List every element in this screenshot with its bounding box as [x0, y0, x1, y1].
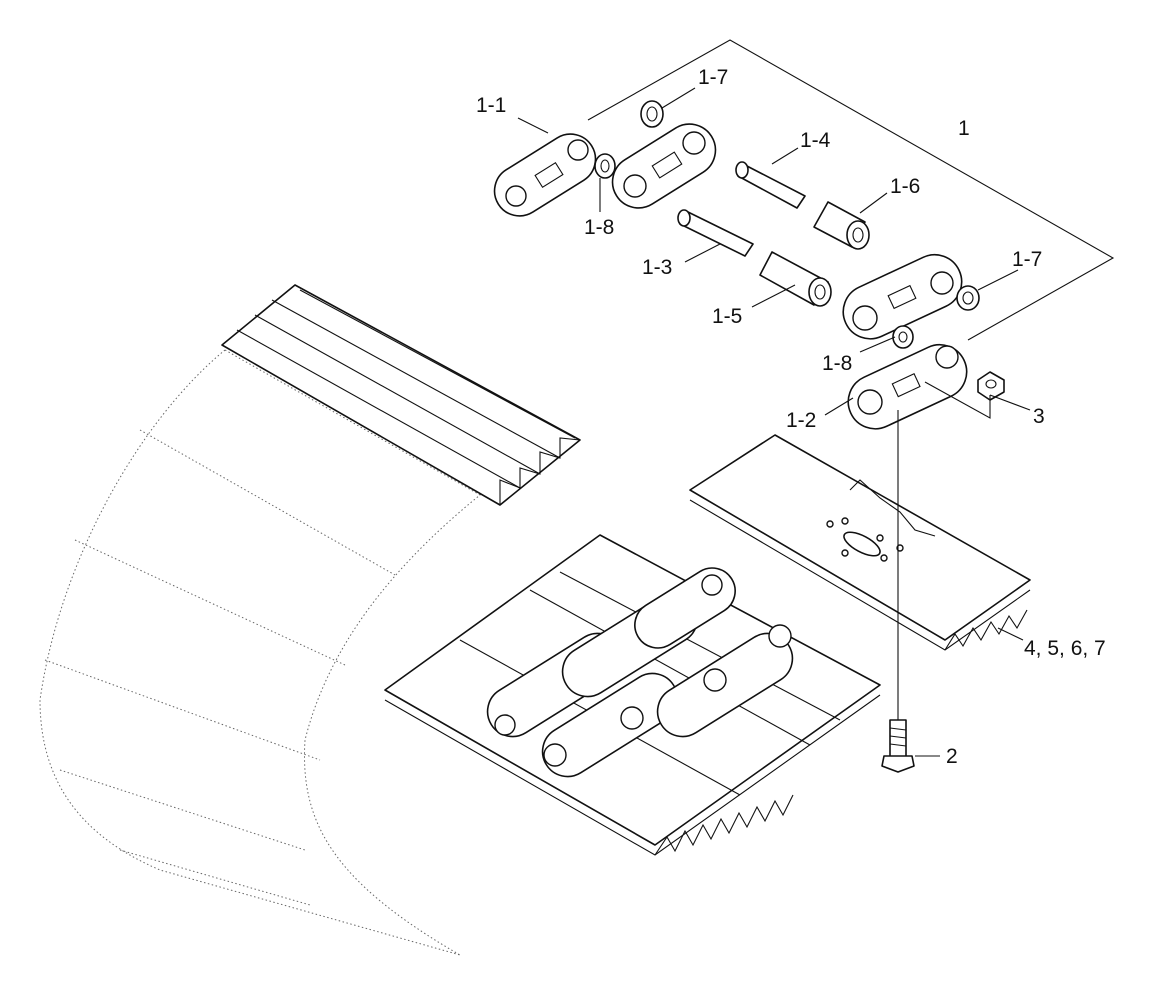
seal-1-7-right: [956, 285, 980, 311]
bushing-1-5: [759, 251, 832, 307]
seal-1-8-right: [892, 325, 914, 349]
link-1-1: [493, 133, 597, 217]
nut-3: [977, 371, 1005, 401]
bushing-1-6: [813, 201, 870, 250]
track-shoe-4567: [689, 434, 1031, 651]
seal-1-8-top: [594, 153, 616, 179]
label-4-5-6-7: 4, 5, 6, 7: [1024, 637, 1106, 660]
label-1-2: 1-2: [786, 409, 816, 432]
link-1-2: [847, 343, 968, 430]
leader-lines: [517, 87, 1031, 757]
link-1-1-right: [842, 253, 963, 340]
pin-1-3: [677, 209, 754, 257]
bolt-2: [881, 410, 915, 773]
label-2: 2: [946, 745, 958, 768]
label-1-8-right: 1-8: [822, 352, 852, 375]
label-1-3: 1-3: [642, 256, 672, 279]
link-1-1-mate: [611, 123, 717, 209]
assembly-1-bracket: [587, 39, 1115, 341]
label-3: 3: [1033, 405, 1045, 428]
label-1-7-right: 1-7: [1012, 248, 1042, 271]
track-shoe-top: [221, 284, 581, 506]
callout-labels: 1 1-1 1-7 1-8 1-4 1-6 1-3 1-5 1-7 1-8 1-…: [476, 66, 1106, 768]
track-chain-assembled: [486, 567, 794, 778]
label-1: 1: [958, 117, 970, 140]
label-1-5: 1-5: [712, 305, 742, 328]
track-envelope-outline: [39, 349, 481, 956]
seal-1-7-top: [640, 100, 664, 128]
label-1-8-top: 1-8: [584, 216, 614, 239]
label-1-4: 1-4: [800, 129, 831, 152]
label-1-7-top: 1-7: [698, 66, 728, 89]
label-1-6: 1-6: [890, 175, 920, 198]
label-1-1: 1-1: [476, 94, 506, 117]
pin-1-4: [735, 161, 806, 209]
